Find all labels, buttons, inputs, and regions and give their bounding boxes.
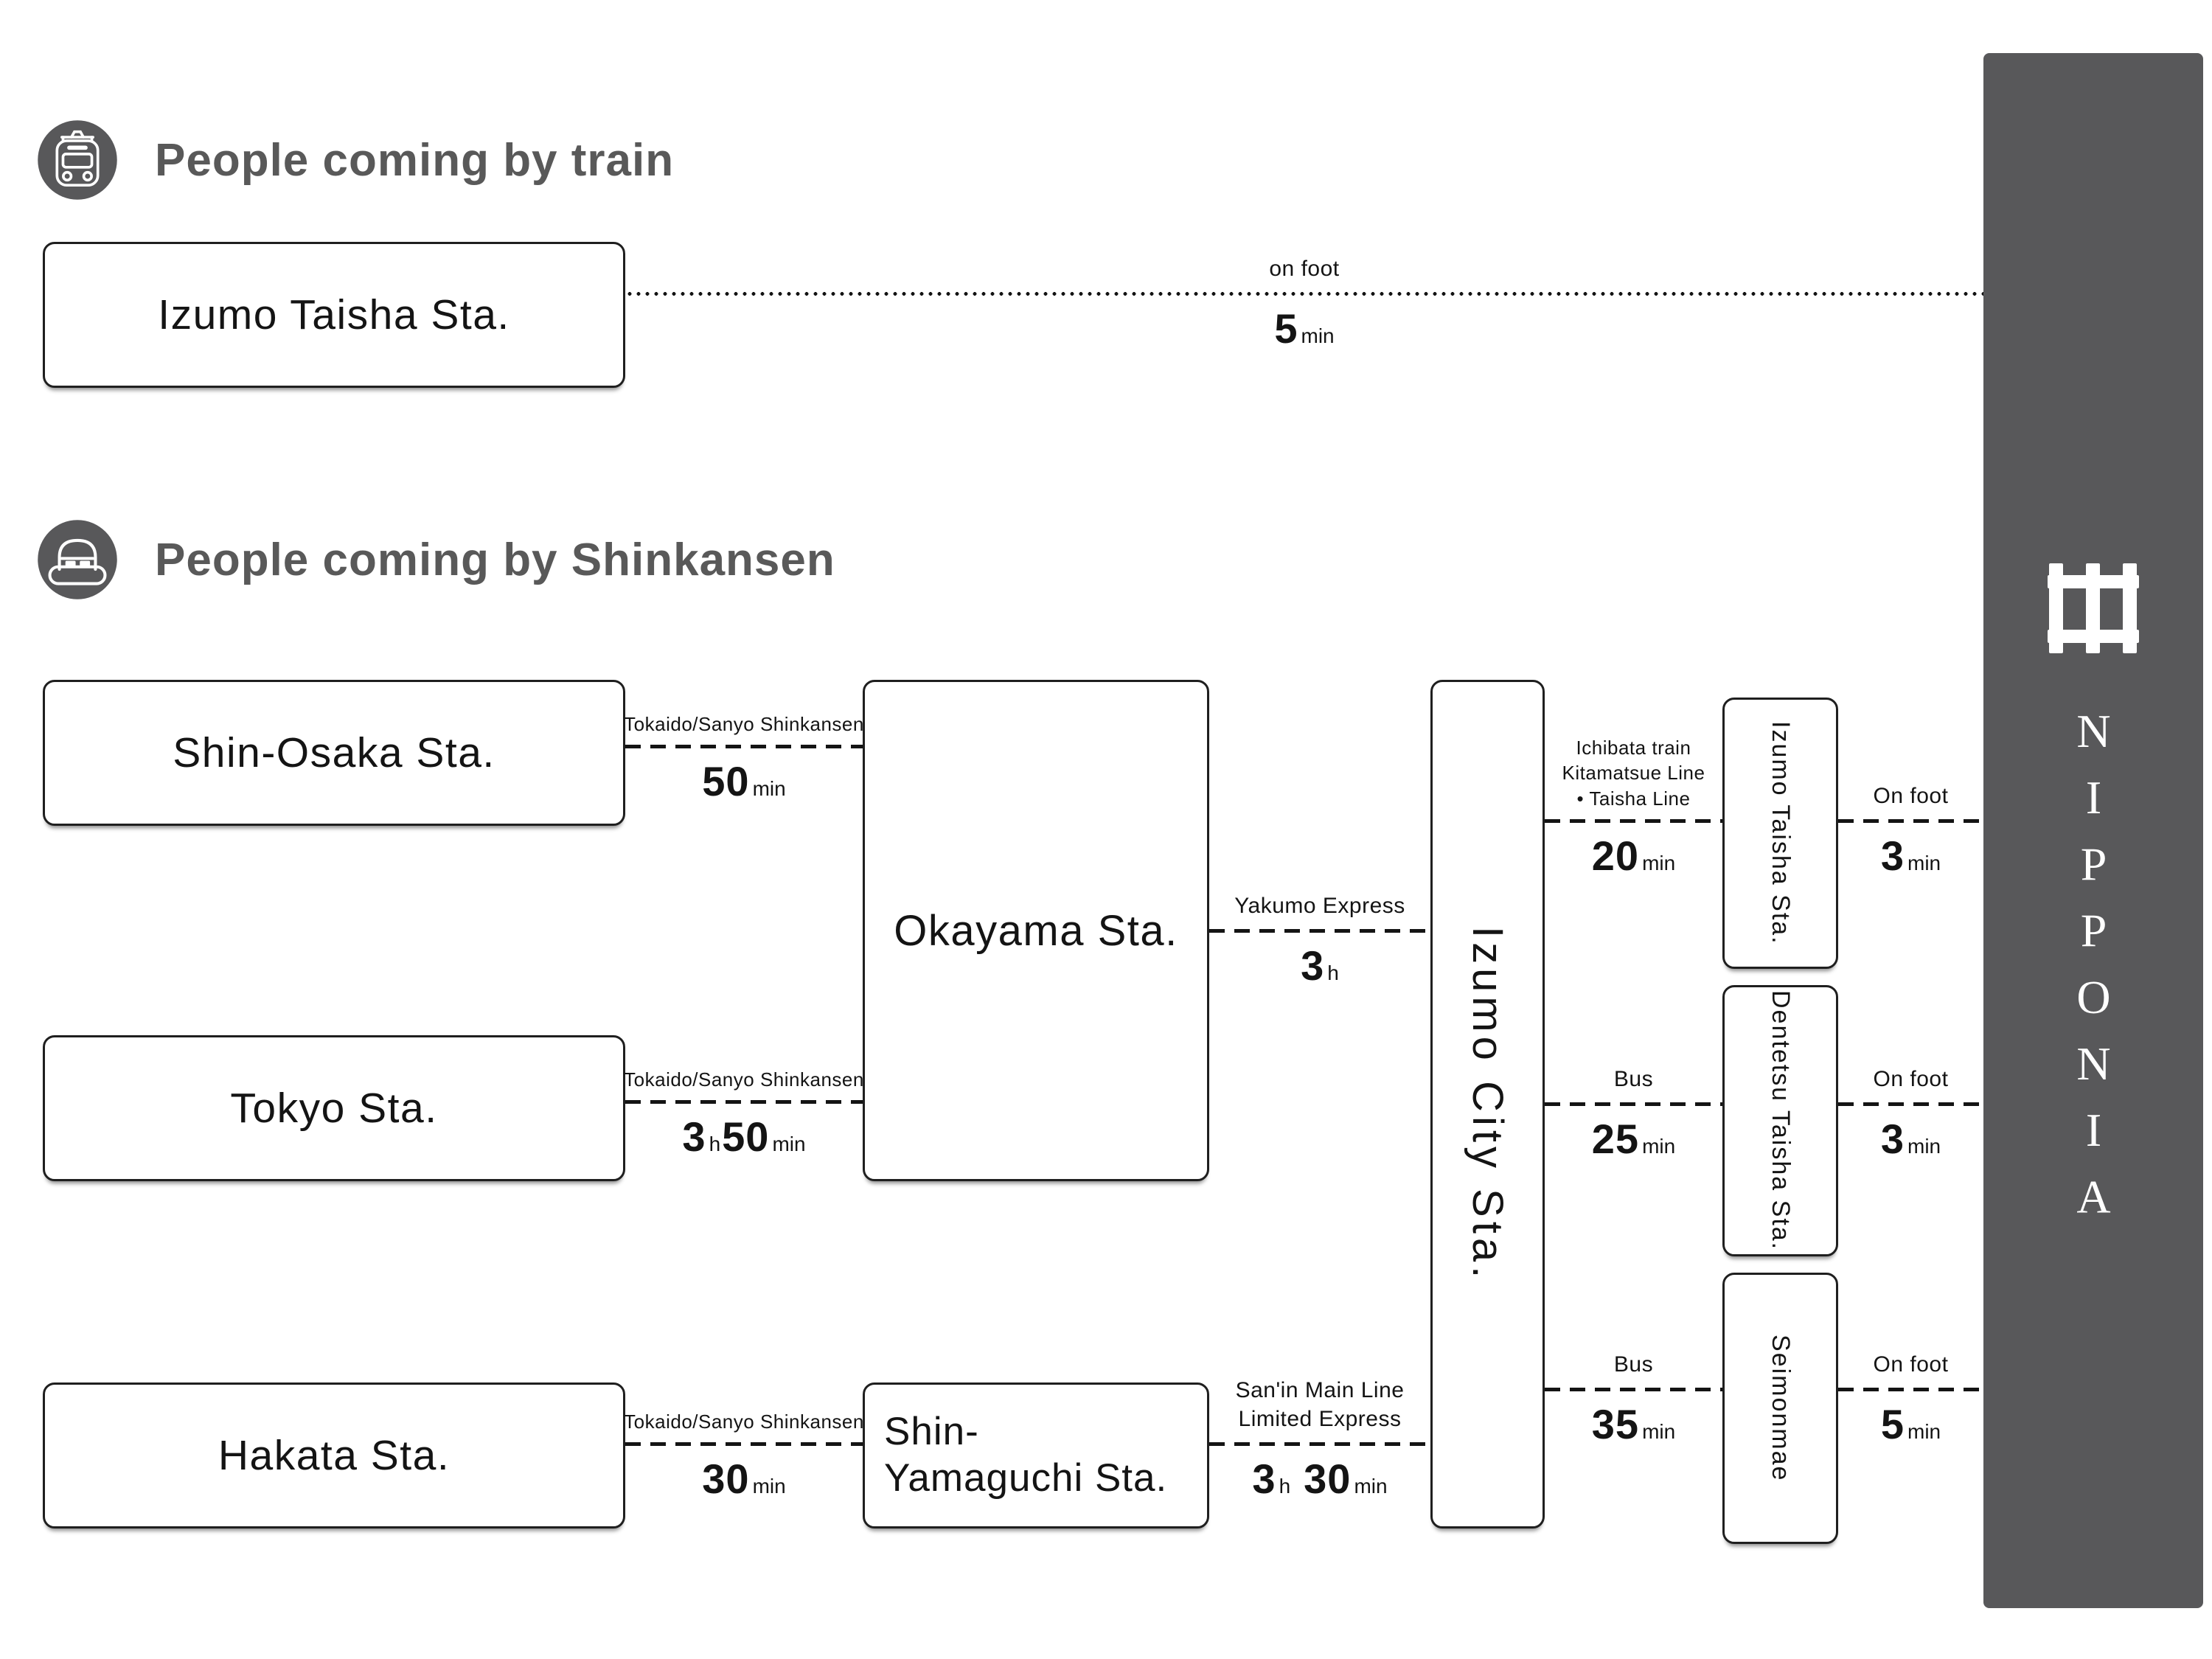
route-label: Bus [1613, 1352, 1654, 1377]
section-title-train: People coming by train [155, 134, 675, 186]
dashed-connector-line [1838, 1388, 1983, 1391]
destination-bar: NIPPONIA [1983, 53, 2203, 1608]
route-label: On foot [1873, 1352, 1949, 1377]
station-label: Hakata Sta. [218, 1432, 451, 1479]
dashed-connector-line [1209, 1442, 1430, 1446]
section-header-train: People coming by train [35, 118, 674, 202]
station-box-izumo-city: Izumo City Sta. [1430, 680, 1545, 1528]
station-label: Dentetsu Taisha Sta. [1767, 990, 1795, 1251]
station-label: Izumo Taisha Sta. [1767, 721, 1795, 945]
route-label: Bus [1613, 1067, 1654, 1092]
station-box-izumo-taisha: Izumo Taisha Sta. [1722, 698, 1838, 969]
dashed-connector-line [625, 1100, 863, 1104]
shinkansen-icon [35, 518, 119, 602]
dashed-connector-line [625, 1442, 863, 1446]
dashed-connector-line [1209, 929, 1430, 933]
dashed-connector-line [1838, 1102, 1983, 1106]
station-label: Izumo City Sta. [1464, 925, 1512, 1283]
dashed-connector-line [1545, 819, 1722, 823]
dashed-connector-line [625, 745, 863, 748]
station-label: Izumo Taisha Sta. [158, 291, 510, 338]
station-label: Seimonmae [1767, 1335, 1795, 1482]
route-label: on foot [1269, 257, 1340, 282]
dashed-connector-line [1545, 1388, 1722, 1391]
station-label: Shin-Osaka Sta. [173, 729, 495, 776]
route-label: Tokaido/Sanyo Shinkansen [624, 1068, 864, 1091]
station-box-izumo-taisha-top: Izumo Taisha Sta. [43, 242, 625, 388]
dashed-connector-line [1838, 819, 1983, 823]
route-label: On foot [1873, 784, 1949, 809]
route-label: Tokaido/Sanyo Shinkansen [624, 712, 864, 735]
station-label: Okayama Sta. [894, 906, 1178, 955]
station-label: Shin- Yamaguchi Sta. [884, 1410, 1168, 1500]
destination-name: NIPPONIA [2067, 705, 2120, 1237]
station-box-shin-yamaguchi: Shin- Yamaguchi Sta. [863, 1382, 1209, 1528]
station-box-dentetsu-taisha: Dentetsu Taisha Sta. [1722, 985, 1838, 1256]
route-label: Yakumo Express [1234, 894, 1405, 919]
local-train-icon [35, 118, 119, 202]
section-header-shinkansen: People coming by Shinkansen [35, 518, 835, 602]
dashed-connector-line [1545, 1102, 1722, 1106]
station-label: Tokyo Sta. [230, 1085, 438, 1132]
station-box-hakata: Hakata Sta. [43, 1382, 625, 1528]
fence-gate-icon [2048, 563, 2139, 660]
station-box-seimonmae: Seimonmae [1722, 1273, 1838, 1544]
dotted-connector-line [625, 292, 1983, 296]
route-label: Tokaido/Sanyo Shinkansen [624, 1410, 864, 1433]
station-box-tokyo: Tokyo Sta. [43, 1035, 625, 1181]
station-box-okayama: Okayama Sta. [863, 680, 1209, 1181]
station-box-shin-osaka: Shin-Osaka Sta. [43, 680, 625, 826]
section-title-shinkansen: People coming by Shinkansen [155, 534, 835, 585]
route-label: On foot [1873, 1067, 1949, 1092]
